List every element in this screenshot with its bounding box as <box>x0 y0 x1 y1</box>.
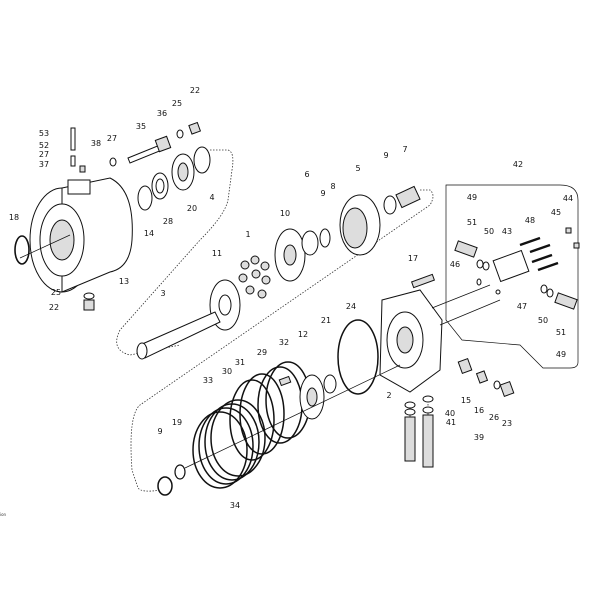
part-number-labels: 2225363527385352273742028141813252210111… <box>9 86 573 510</box>
part-label-25: 25 <box>51 288 61 297</box>
footer-text: ion <box>0 512 7 517</box>
part-label-30: 30 <box>222 367 232 376</box>
part-label-51: 51 <box>467 218 477 227</box>
part-label-50: 50 <box>484 227 494 236</box>
part-label-33: 33 <box>203 376 213 385</box>
part-label-9: 9 <box>320 189 325 198</box>
part-label-49: 49 <box>556 350 566 359</box>
part-label-8: 8 <box>330 182 335 191</box>
part-label-50: 50 <box>538 316 548 325</box>
part-label-7: 7 <box>402 145 407 154</box>
part-label-48: 48 <box>525 216 535 225</box>
part-label-46: 46 <box>450 260 460 269</box>
part-label-21: 21 <box>321 316 331 325</box>
assembly-path-middle <box>130 189 434 492</box>
part-label-10: 10 <box>280 209 290 218</box>
part-label-40: 40 <box>445 409 455 418</box>
part-label-26: 26 <box>489 413 499 422</box>
part-label-43: 43 <box>502 227 512 236</box>
part-label-4: 4 <box>209 193 214 202</box>
brake-stack <box>157 319 401 496</box>
part-label-15: 15 <box>461 396 471 405</box>
part-label-32: 32 <box>279 338 289 347</box>
part-label-22: 22 <box>49 303 59 312</box>
part-label-5: 5 <box>355 164 360 173</box>
part-label-25: 25 <box>172 99 182 108</box>
part-label-20: 20 <box>187 204 197 213</box>
part-label-52: 52 <box>39 141 49 150</box>
part-label-1: 1 <box>245 230 250 239</box>
motor-housing <box>19 177 133 293</box>
top-small-parts <box>70 121 211 311</box>
part-label-44: 44 <box>563 194 573 203</box>
rear-cover <box>379 273 501 393</box>
part-label-53: 53 <box>39 129 49 138</box>
part-label-34: 34 <box>230 501 240 510</box>
part-label-41: 41 <box>446 418 456 427</box>
cylinder-group <box>136 185 421 360</box>
port-parts <box>404 358 515 468</box>
part-label-27: 27 <box>107 134 117 143</box>
part-label-38: 38 <box>91 139 101 148</box>
part-label-6: 6 <box>304 170 309 179</box>
part-label-19: 19 <box>172 418 182 427</box>
part-label-3: 3 <box>160 289 165 298</box>
part-label-49: 49 <box>467 193 477 202</box>
part-label-18: 18 <box>9 213 19 222</box>
part-label-31: 31 <box>235 358 245 367</box>
part-label-2: 2 <box>386 391 391 400</box>
part-label-51: 51 <box>556 328 566 337</box>
snap-ring-18 <box>14 235 30 265</box>
part-label-13: 13 <box>119 277 129 286</box>
valve-block <box>445 184 580 369</box>
part-label-27: 27 <box>39 150 49 159</box>
part-label-28: 28 <box>163 217 173 226</box>
part-label-24: 24 <box>346 302 356 311</box>
part-label-35: 35 <box>136 122 146 131</box>
part-label-42: 42 <box>513 160 523 169</box>
part-label-9: 9 <box>383 151 388 160</box>
part-label-39: 39 <box>474 433 484 442</box>
part-label-45: 45 <box>551 208 561 217</box>
assembly-path-upper <box>116 149 234 356</box>
part-label-9: 9 <box>157 427 162 436</box>
part-label-14: 14 <box>144 229 154 238</box>
part-label-12: 12 <box>298 330 308 339</box>
part-label-47: 47 <box>517 302 527 311</box>
part-label-29: 29 <box>257 348 267 357</box>
part-label-23: 23 <box>502 419 512 428</box>
part-label-11: 11 <box>212 249 222 258</box>
part-label-17: 17 <box>408 254 418 263</box>
part-label-37: 37 <box>39 160 49 169</box>
part-label-22: 22 <box>190 86 200 95</box>
part-label-36: 36 <box>157 109 167 118</box>
part-label-16: 16 <box>474 406 484 415</box>
